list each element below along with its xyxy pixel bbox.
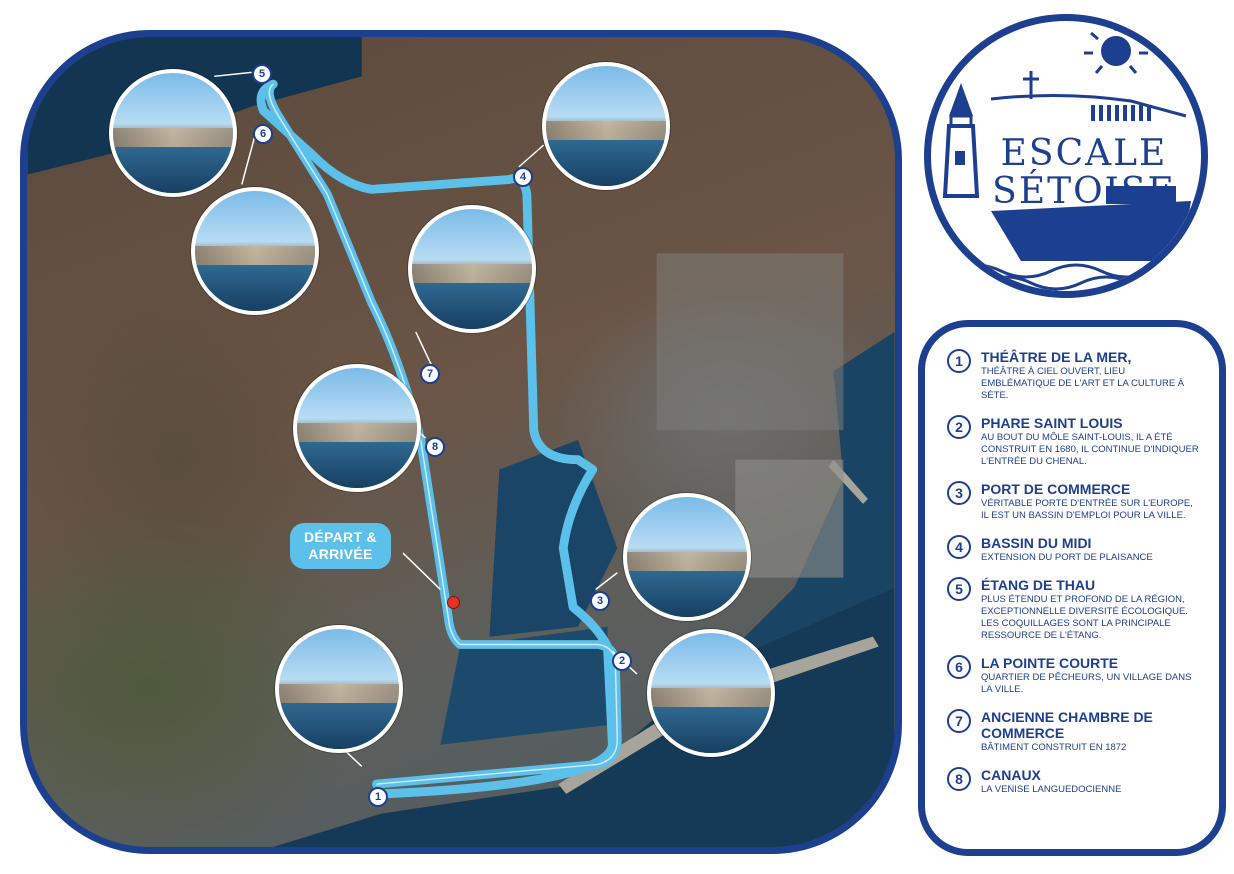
start-finish-label: DÉPART & ARRIVÉE	[290, 523, 391, 569]
legend-title: ÉTANG DE THAU	[981, 577, 1096, 593]
legend-item-theatre-de-la-mer: 1 THÉÂTRE DE LA MER, THÉÂTRE À CIEL OUVE…	[947, 349, 1201, 402]
legend-number: 2	[947, 415, 971, 439]
cross-icon	[1023, 71, 1039, 99]
start-label-line1: DÉPART &	[304, 529, 377, 545]
boat-icon	[991, 201, 1191, 261]
stop-marker-2[interactable]: 2	[612, 651, 632, 671]
photo-chambre-de-commerce	[408, 205, 536, 333]
start-label-line2: ARRIVÉE	[308, 546, 373, 562]
escale-setoise-logo: ESCALE SÉTOISE	[924, 14, 1208, 298]
legend-description: PLUS ÉTENDU ET PROFOND DE LA RÉGION, EXC…	[981, 594, 1188, 641]
photo-canaux	[293, 364, 421, 492]
legend-title: PORT DE COMMERCE	[981, 481, 1131, 497]
photo-phare-saint-louis	[647, 629, 775, 757]
photo-etang-de-thau	[109, 69, 237, 197]
legend-number: 8	[947, 767, 971, 791]
waves-icon	[950, 263, 1152, 291]
legend-number: 7	[947, 709, 971, 733]
logo-artwork	[942, 23, 1191, 291]
connector	[595, 572, 618, 591]
legend-description: THÉÂTRE À CIEL OUVERT, LIEU EMBLÉMATIQUE…	[981, 366, 1185, 401]
sea-south-east	[273, 587, 895, 847]
connector	[518, 144, 545, 168]
legend-item-etang-de-thau: 5 ÉTANG DE THAU PLUS ÉTENDU ET PROFOND D…	[947, 577, 1201, 642]
legend-number: 6	[947, 655, 971, 679]
start-point-marker[interactable]	[447, 596, 460, 609]
photo-theatre-de-la-mer	[275, 625, 403, 753]
legend-description: EXTENSION DU PORT DE PLAISANCE	[981, 552, 1153, 563]
stop-marker-3[interactable]: 3	[590, 591, 610, 611]
legend-title: LA POINTE COURTE	[981, 655, 1119, 671]
legend-title: CANAUX	[981, 767, 1041, 783]
sea-east	[715, 331, 895, 667]
lighthouse-icon	[942, 83, 980, 198]
logo-word-escale: ESCALE	[1000, 133, 1168, 174]
tour-map: 1 2 3 4 5 6 7 8 DÉPART & ARRIVÉE	[20, 30, 902, 854]
stop-marker-7[interactable]: 7	[420, 364, 440, 384]
legend-description: VÉRITABLE PORTE D'ENTRÉE SUR L'EUROPE, I…	[981, 498, 1193, 521]
map-canvas	[27, 37, 895, 847]
legend-title: BASSIN DU MIDI	[981, 535, 1092, 551]
legend-item-pointe-courte: 6 LA POINTE COURTE QUARTIER DE PÊCHEURS,…	[947, 655, 1201, 696]
connector	[402, 552, 441, 590]
industrial-zone	[656, 253, 844, 431]
stop-marker-6[interactable]: 6	[253, 124, 273, 144]
sun-icon	[1084, 23, 1148, 74]
legend-description: LA VENISE LANGUEDOCIENNE	[981, 784, 1122, 795]
hill-outline	[990, 93, 1187, 118]
legend-title: THÉÂTRE DE LA MER,	[981, 349, 1132, 365]
stop-marker-8[interactable]: 8	[425, 437, 445, 457]
legend-item-port-de-commerce: 3 PORT DE COMMERCE VÉRITABLE PORTE D'ENT…	[947, 481, 1201, 522]
boat-cabin	[1106, 186, 1176, 204]
awning	[1091, 105, 1151, 121]
stop-marker-5[interactable]: 5	[252, 64, 272, 84]
legend-title: ANCIENNE CHAMBRE DE COMMERCE	[981, 709, 1153, 741]
jetty	[558, 636, 879, 794]
legend-item-canaux: 8 CANAUX LA VENISE LANGUEDOCIENNE	[947, 767, 1201, 796]
legend-number: 5	[947, 577, 971, 601]
legend-description: AU BOUT DU MÔLE SAINT-LOUIS, IL A ÉTÉ CO…	[981, 432, 1199, 467]
legend-description: BÂTIMENT CONSTRUIT EN 1872	[981, 742, 1127, 753]
stop-marker-4[interactable]: 4	[513, 167, 533, 187]
legend-number: 3	[947, 481, 971, 505]
photo-pointe-courte	[191, 187, 319, 315]
connector	[415, 331, 434, 368]
legend-description: QUARTIER DE PÊCHEURS, UN VILLAGE DANS LA…	[981, 672, 1192, 695]
photo-bassin-du-midi	[542, 62, 670, 190]
legend-item-phare-saint-louis: 2 PHARE SAINT LOUIS AU BOUT DU MÔLE SAIN…	[947, 415, 1201, 468]
legend-title: PHARE SAINT LOUIS	[981, 415, 1123, 431]
legend-panel: 1 THÉÂTRE DE LA MER, THÉÂTRE À CIEL OUVE…	[918, 320, 1226, 856]
legend-item-bassin-du-midi: 4 BASSIN DU MIDI EXTENSION DU PORT DE PL…	[947, 535, 1201, 564]
stop-marker-1[interactable]: 1	[368, 787, 388, 807]
harbour-basin	[440, 626, 608, 745]
warehouses	[735, 459, 844, 578]
photo-port-de-commerce	[623, 493, 751, 621]
legend-item-chambre-de-commerce: 7 ANCIENNE CHAMBRE DE COMMERCE BÂTIMENT …	[947, 709, 1201, 754]
legend-number: 1	[947, 349, 971, 373]
legend-number: 4	[947, 535, 971, 559]
logo-word-setoise: SÉTOISE	[992, 171, 1176, 212]
tour-route-outline	[268, 83, 619, 785]
connector	[214, 71, 252, 78]
connector	[241, 133, 257, 185]
